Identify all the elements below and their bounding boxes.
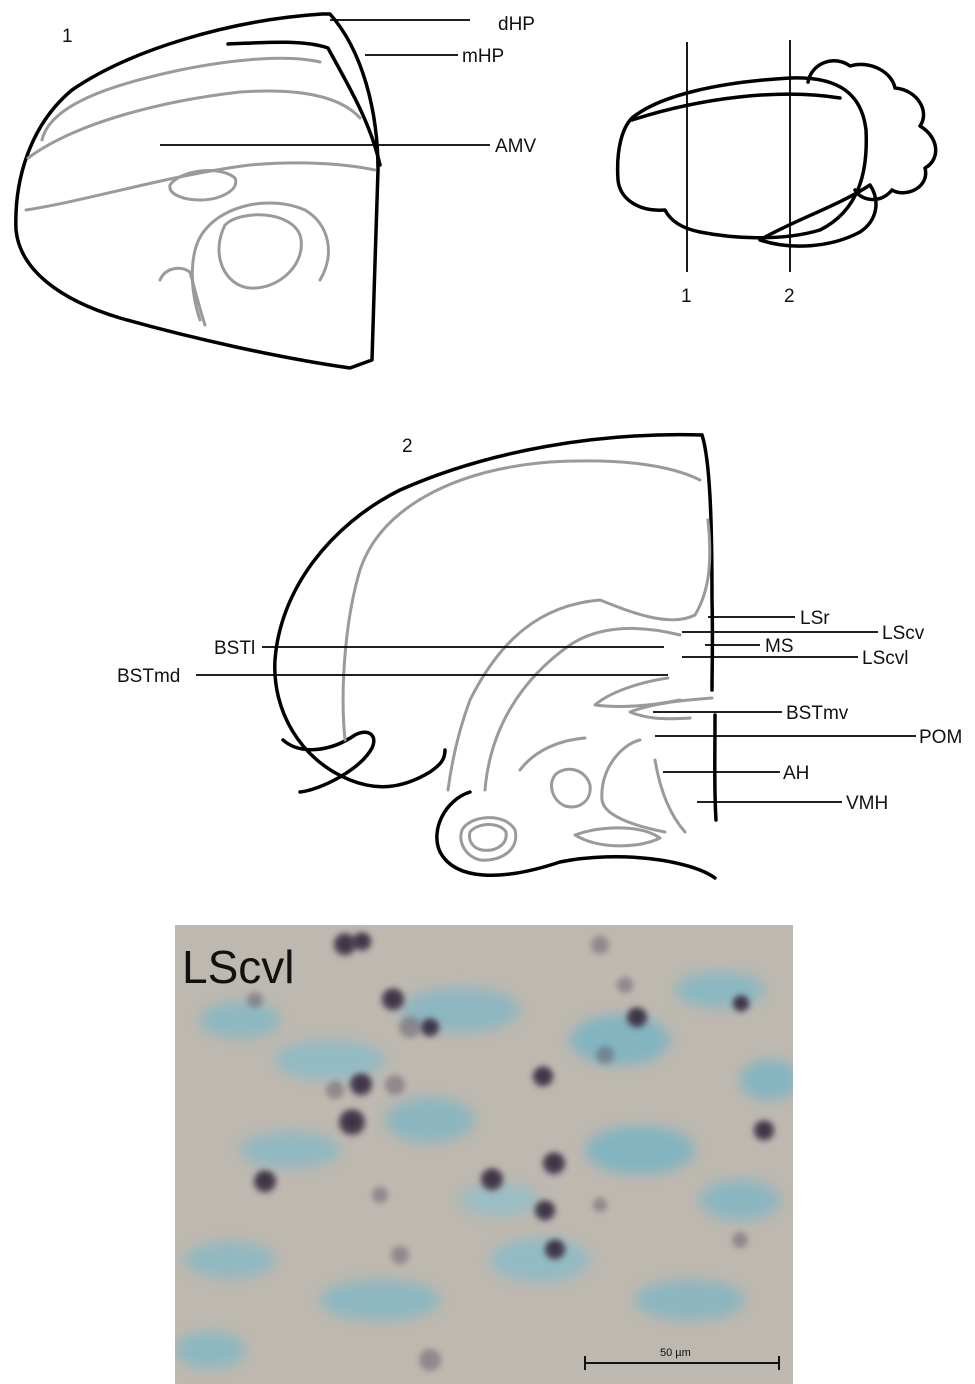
label-BSTmv: BSTmv — [786, 703, 849, 724]
label-BSTl: BSTl — [214, 638, 255, 659]
cerebrum-outline — [618, 78, 867, 238]
section-2-optic-inner — [470, 825, 507, 851]
section-2-midline-lower — [715, 715, 716, 820]
label-LScvl: LScvl — [862, 648, 908, 669]
label-MS: MS — [765, 636, 794, 657]
label-mHP: mHP — [462, 46, 504, 67]
label-BSTmd: BSTmd — [117, 666, 180, 687]
label-POM: POM — [919, 727, 962, 748]
section-1-nucleus-small — [170, 171, 236, 200]
label-dHP: dHP — [498, 14, 535, 35]
micrograph: LScvl 50 µm — [175, 925, 800, 1384]
section-2-nucleus-bottom — [575, 828, 660, 846]
section-2-nucleus-left — [552, 769, 591, 807]
label-LSr: LSr — [800, 608, 830, 629]
section-2-outline — [275, 435, 702, 787]
brain-overview-drawing: 1 2 — [618, 40, 936, 307]
section-2-number: 2 — [402, 436, 413, 457]
section-2-lateral-ventricle — [448, 520, 710, 790]
cut-label-1: 1 — [681, 286, 692, 307]
section-2-cortex-band — [343, 461, 700, 740]
section-2-inner-arc — [485, 628, 680, 790]
section-2-bst-curve — [630, 698, 712, 719]
label-AMV: AMV — [495, 136, 537, 157]
section-1-number: 1 — [62, 26, 73, 47]
label-AH: AH — [783, 763, 809, 784]
label-LScv: LScv — [882, 623, 925, 644]
label-VMH: VMH — [846, 793, 888, 814]
cut-label-2: 2 — [784, 286, 795, 307]
scale-bar-label: 50 µm — [660, 1347, 691, 1359]
micrograph-region-label: LScvl — [182, 941, 294, 993]
section-1-drawing: 1 dHP mHP AMV — [16, 14, 537, 368]
section-2-drawing: 2 LSr LScv BSTl MS LScvl BSTmd BSTmv — [117, 435, 962, 878]
section-2-lower-tract — [520, 738, 585, 770]
section-1-nucleus-round — [219, 215, 301, 288]
section-2-hypothalamus-arc — [602, 740, 665, 832]
section-1-ventral-arc — [192, 203, 328, 320]
cerebrum-dorsal-line — [632, 94, 840, 120]
section-2-vmh-curve — [655, 760, 685, 832]
